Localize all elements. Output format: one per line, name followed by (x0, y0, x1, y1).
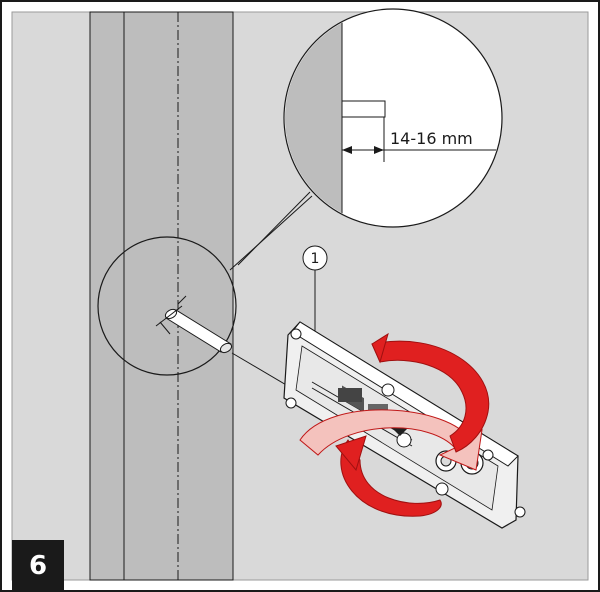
callout-number: 1 (311, 251, 320, 267)
magnified-circle: 14-16 mm (283, 8, 503, 228)
part-callout: 1 (302, 245, 328, 332)
dimension-label: 14-16 mm (390, 129, 473, 148)
door-frame (89, 11, 234, 581)
step-number-badge: 6 (12, 540, 64, 592)
pin (155, 295, 233, 354)
magnify-connector (229, 195, 313, 271)
rotation-arrow (299, 332, 490, 517)
magnify-connector (237, 191, 311, 266)
detail-circle (97, 236, 237, 376)
alignment-line (231, 352, 289, 387)
plate-label (338, 388, 362, 402)
